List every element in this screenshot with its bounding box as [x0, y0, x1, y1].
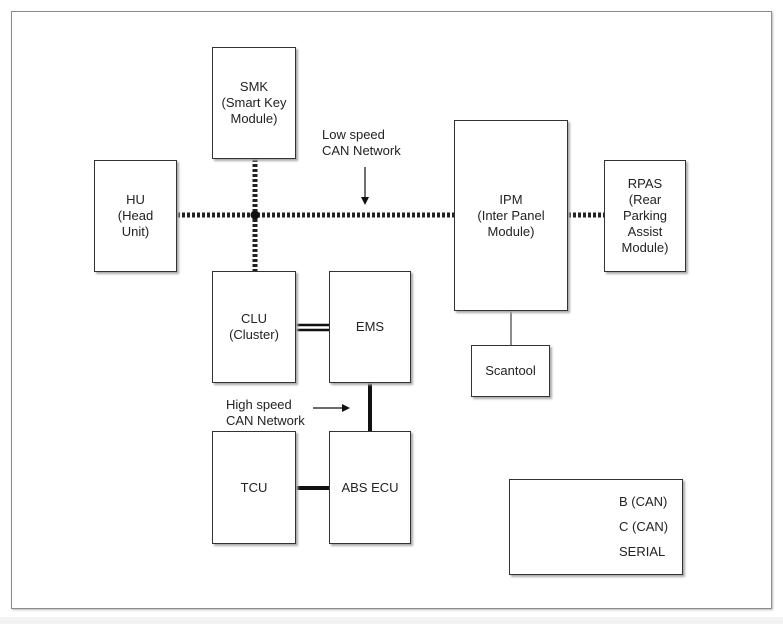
clu-label: CLU (Cluster)	[229, 311, 279, 342]
b-can-junction	[250, 210, 260, 220]
diagram-frame	[11, 11, 772, 609]
smk-module: SMK (Smart Key Module)	[212, 47, 296, 159]
abs-ecu-module: ABS ECU	[329, 431, 411, 544]
high-speed-can-label: High speed CAN Network	[226, 397, 305, 428]
clu-module: CLU (Cluster)	[212, 271, 296, 383]
legend-label-c-can: C (CAN)	[619, 519, 669, 534]
low-speed-can-label: Low speed CAN Network	[322, 127, 401, 158]
ems-label: EMS	[355, 319, 385, 334]
legend-label-serial: SERIAL	[619, 544, 666, 559]
ipm-label: IPM (Inter Panel Module)	[477, 191, 545, 239]
high-speed-arrow-head	[342, 404, 350, 412]
scantool-label: Scantool	[485, 363, 536, 378]
low-speed-arrow-head	[361, 197, 369, 205]
legend-label-b-can: B (CAN)	[619, 494, 668, 509]
smk-label: SMK (Smart Key Module)	[221, 79, 287, 126]
ipm-module: IPM (Inter Panel Module)	[454, 120, 568, 311]
ems-module: EMS	[329, 271, 411, 383]
rpas-module: RPAS (Rear Parking Assist Module)	[604, 160, 686, 272]
abs-label: ABS ECU	[341, 479, 399, 495]
legend-box: B (CAN) C (CAN) SERIAL	[509, 479, 683, 575]
rpas-label: RPAS (Rear Parking Assist Module)	[621, 176, 669, 255]
scantool-module: Scantool	[471, 345, 550, 397]
page-bottom-strip	[0, 617, 783, 624]
hu-label: HU (Head Unit)	[117, 192, 154, 239]
tcu-label: TCU	[240, 479, 268, 495]
tcu-module: TCU	[212, 431, 296, 544]
hu-module: HU (Head Unit)	[94, 160, 177, 272]
